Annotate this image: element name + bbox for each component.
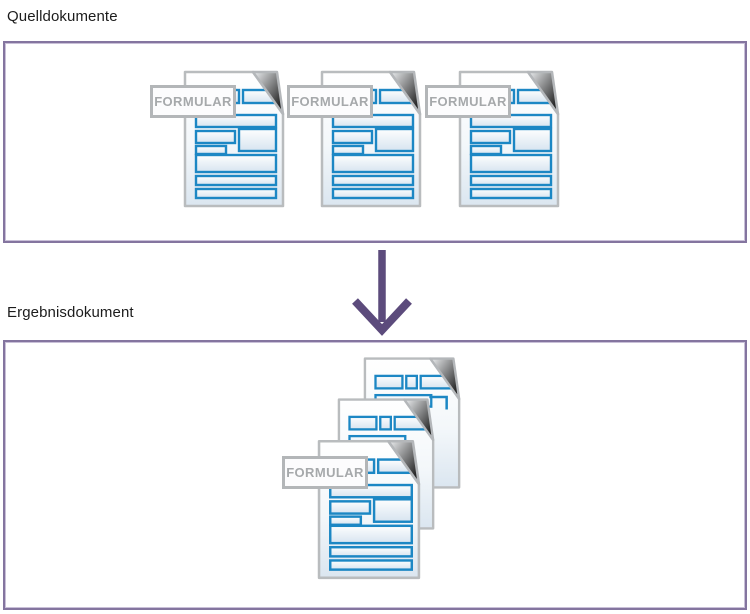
- merge-down-arrow-icon: [352, 250, 412, 336]
- stacked-document-back-icon: [363, 357, 461, 489]
- formular-badge: FORMULAR: [287, 85, 373, 118]
- source-section-title: Quelldokumente: [7, 8, 118, 25]
- formular-badge: FORMULAR: [150, 85, 236, 118]
- formular-badge: FORMULAR: [425, 85, 511, 118]
- formular-badge: FORMULAR: [282, 456, 368, 489]
- corner-bracket-mark: [429, 395, 448, 410]
- result-section-title: Ergebnisdokument: [7, 304, 134, 321]
